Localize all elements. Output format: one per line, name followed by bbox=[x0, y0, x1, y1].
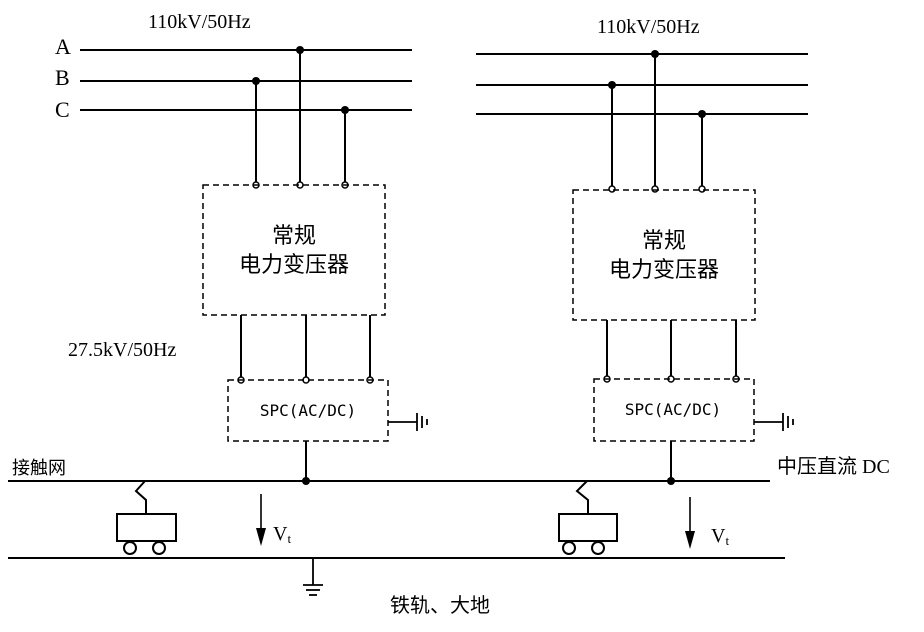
left-transformer-label-line2: 电力变压器 bbox=[239, 252, 349, 277]
left-converter-label: SPC(AC/DC) bbox=[260, 401, 356, 420]
left-voltage-label: Vt bbox=[273, 523, 291, 546]
left-voltage-arrow-icon bbox=[256, 494, 266, 546]
phase-b-label: B bbox=[55, 65, 70, 90]
dc-bus-label: 中压直流 DC bbox=[777, 455, 890, 478]
left-converter-box bbox=[227, 379, 389, 442]
rail-ground-icon bbox=[303, 558, 323, 596]
right-voltage-arrow-icon bbox=[685, 497, 695, 549]
right-train-icon bbox=[558, 480, 618, 555]
right-transformer-box bbox=[572, 189, 756, 321]
right-transformer-label-line2: 电力变压器 bbox=[609, 257, 719, 282]
phase-a-label: A bbox=[55, 34, 71, 59]
left-junction-c bbox=[341, 106, 349, 114]
left-train-icon bbox=[116, 480, 177, 555]
left-secondary-taps bbox=[240, 315, 371, 378]
right-secondary-taps bbox=[606, 320, 737, 377]
right-transformer-terminal bbox=[608, 185, 616, 193]
right-transformer-terminal bbox=[698, 185, 706, 193]
right-voltage-label: Vt bbox=[711, 525, 729, 548]
catenary-label: 接触网 bbox=[12, 458, 66, 478]
left-supply-voltage-label: 110kV/50Hz bbox=[148, 11, 251, 33]
right-converter-box bbox=[593, 378, 755, 442]
right-converter-ground-icon bbox=[754, 413, 794, 431]
right-supply-voltage-label: 110kV/50Hz bbox=[597, 16, 700, 38]
right-junction-c bbox=[698, 110, 706, 118]
left-transformer-box bbox=[202, 184, 386, 316]
left-transformer-label-line1: 常规 bbox=[272, 223, 316, 248]
right-transformer-terminal bbox=[651, 185, 659, 193]
left-junction-a bbox=[296, 46, 304, 54]
right-transformer-label-line1: 常规 bbox=[642, 228, 686, 253]
right-junction-a bbox=[651, 50, 659, 58]
left-junction-b bbox=[252, 77, 260, 85]
right-substation: 110kV/50Hz 常规 电力变压器 SPC(AC/DC) bbox=[476, 16, 808, 485]
right-junction-b bbox=[608, 81, 616, 89]
secondary-voltage-label: 27.5kV/50Hz bbox=[68, 339, 176, 361]
left-converter-ground-icon bbox=[388, 413, 428, 431]
left-primary-taps bbox=[255, 50, 346, 183]
rail-earth-label: 铁轨、大地 bbox=[390, 594, 490, 617]
left-substation: 110kV/50Hz A B C 常规 电力变压器 27.5kV/50Hz bbox=[55, 11, 428, 485]
right-converter-label: SPC(AC/DC) bbox=[625, 400, 721, 419]
phase-c-label: C bbox=[55, 97, 70, 122]
right-primary-taps bbox=[611, 54, 703, 187]
